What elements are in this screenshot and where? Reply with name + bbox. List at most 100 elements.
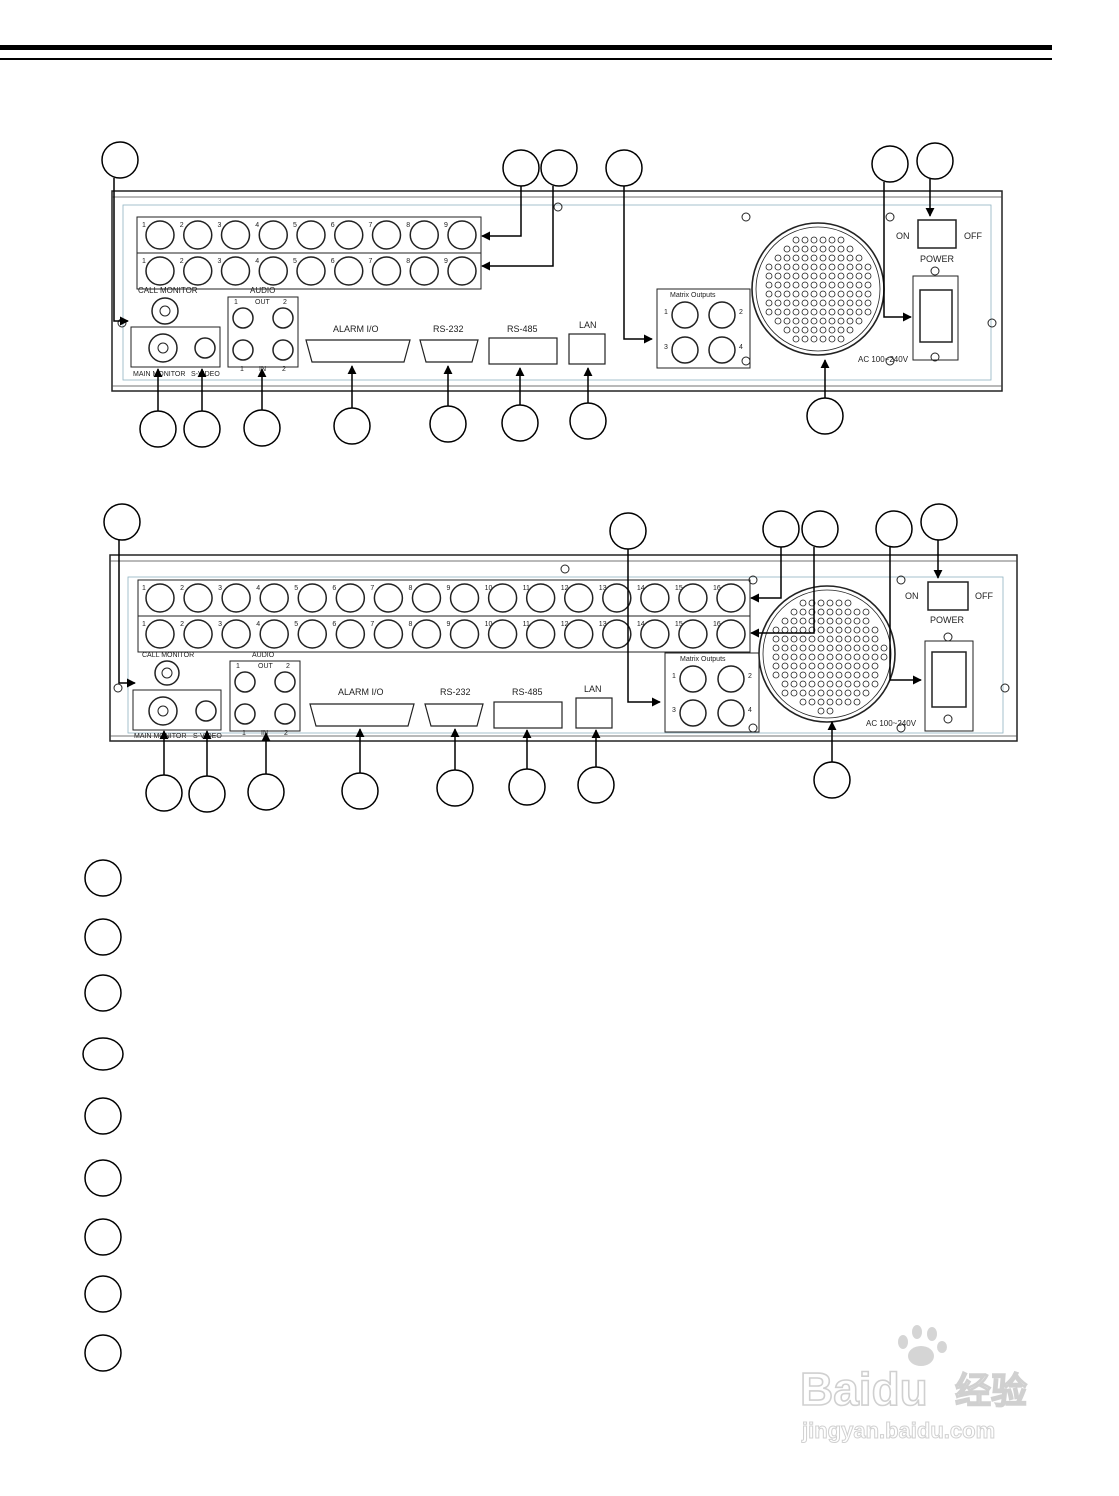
bnc-connector [258,256,288,286]
bnc-connector [371,256,402,286]
matrix-output-2 [717,665,745,693]
header-rule [0,45,1052,60]
bnc-connector [411,619,442,649]
audio-in-2 [272,339,294,361]
bnc-connector [447,220,477,250]
alarm-io-label: ALARM I/O [338,687,384,697]
bnc-connector [409,256,439,286]
legend-marker [84,1275,122,1313]
lan-label: LAN [579,320,597,330]
power-label: POWER [920,254,955,264]
channel-number: 4 [256,585,260,592]
rs485-connector [493,701,563,729]
main-monitor-label: MAIN MONITOR [133,371,185,378]
channel-number: 5 [293,258,297,265]
channel-number: 9 [444,222,448,229]
audio-channel-label: 2 [284,730,288,737]
channel-number: 3 [218,585,222,592]
channel-number: 6 [332,621,336,628]
channel-number: 3 [218,258,222,265]
bnc-connector [220,220,251,250]
rs232-label: RS-232 [433,324,464,334]
matrix-output-4 [717,699,745,727]
rs485-connector [488,337,558,365]
channel-number: 4 [255,222,259,229]
s-video-label: S-VIDEO [191,371,220,378]
bnc-connector [678,583,708,613]
matrix-output-label: Matrix Outputs [680,656,726,663]
channel-number: 7 [370,621,374,628]
audio-in-1 [232,339,254,361]
baidu-watermark: Baidu 经验 jingyan.baidu.com [799,1325,1028,1444]
channel-number: 16 [713,621,721,628]
audio-channel-label: 2 [286,663,290,670]
audio-label: AUDIO [250,286,275,295]
lan-label: LAN [584,684,602,694]
channel-number: 2 [180,621,184,628]
matrix-output-3 [671,336,699,364]
channel-number: 7 [369,258,373,265]
audio-out-2 [274,671,296,693]
channel-number: 9 [447,585,451,592]
channel-number: 4 [256,621,260,628]
bnc-connector [335,619,366,649]
callout-marker [139,410,177,448]
channel-number: 10 [485,585,493,592]
power-on-label: ON [896,231,910,241]
matrix-output-3 [679,699,707,727]
channel-number: 5 [294,585,298,592]
bnc-connector [183,256,213,286]
audio-out-label: OUT [255,299,271,306]
screw [987,318,997,328]
callout-marker [101,141,139,179]
channel-number: 12 [561,621,569,628]
bnc-connector [487,583,518,613]
callout-marker [429,405,467,443]
channel-number: 15 [675,621,683,628]
bnc-connector [145,256,175,286]
channel-number: 13 [599,621,607,628]
callout-marker [605,149,643,187]
bnc-connector [449,583,480,613]
bnc-connector [145,220,175,250]
callout-marker [813,761,851,799]
channel-number: 1 [142,621,146,628]
rs232-connector [419,339,479,363]
matrix-output-number: 4 [748,707,752,714]
callout-marker [508,768,546,806]
call-monitor-label: CALL MONITOR [138,286,198,295]
legend-marker [84,974,122,1012]
legend-marker [84,1097,122,1135]
power-switch [917,219,957,249]
matrix-output-1 [679,665,707,693]
channel-number: 12 [561,585,569,592]
screw [553,202,563,212]
audio-channel-label: 1 [236,663,240,670]
bnc-connector [183,619,213,649]
callout-marker [609,512,647,550]
callout-marker [247,773,285,811]
matrix-output-number: 2 [748,673,752,680]
callout-marker [436,769,474,807]
callout-marker [341,772,379,810]
bnc-connector [640,619,670,649]
matrix-output-number: 3 [664,344,668,351]
s-video-connector [194,337,216,359]
bnc-connector [449,619,480,649]
audio-channel-label: 1 [234,299,238,306]
main-monitor-connector [148,333,178,363]
callout-marker [502,149,540,187]
channel-number: 8 [406,258,410,265]
lan-connector [568,333,606,365]
callout-marker [577,766,615,804]
bnc-connector [296,256,326,286]
bnc-connector [525,583,556,613]
bnc-connector [335,583,366,613]
ac-voltage-label: AC 100~240V [866,719,917,728]
channel-number: 1 [142,258,146,265]
channel-number: 8 [406,222,410,229]
alarm-io-connector [305,339,411,363]
bnc-connector [640,583,670,613]
